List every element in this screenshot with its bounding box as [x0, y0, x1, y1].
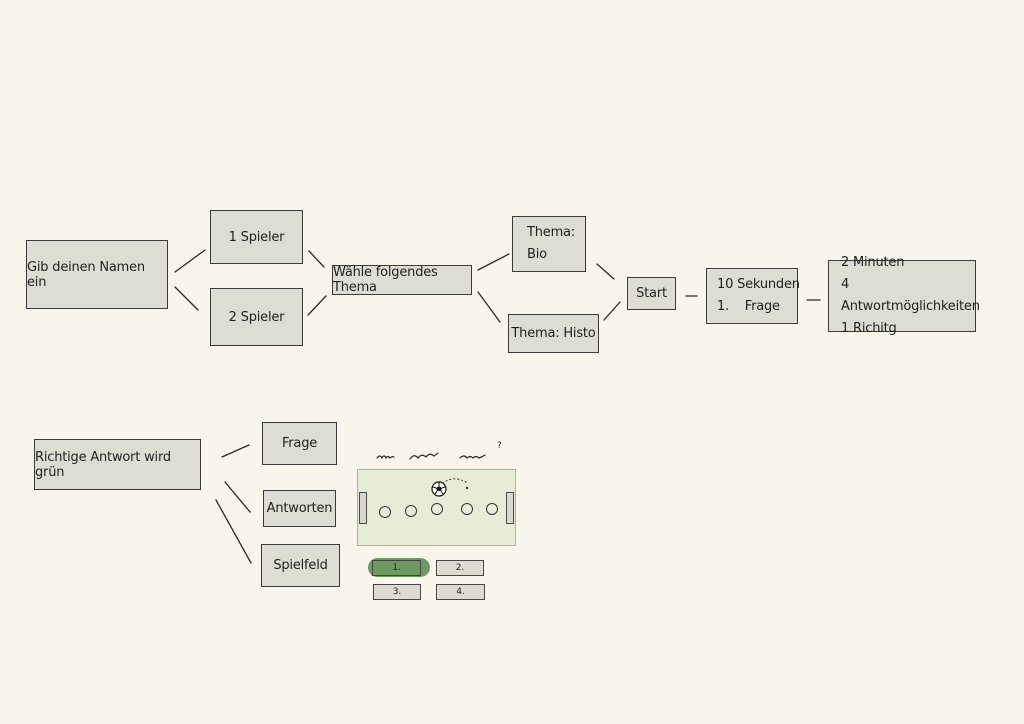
right-goal: [506, 492, 514, 524]
rules-box: 2 Minuten 4 Antwortmöglichkeiten 1 Richi…: [828, 255, 980, 336]
player-token: [461, 503, 473, 515]
one-player-label: 1 Spieler: [228, 229, 285, 245]
left-goal: [359, 492, 367, 524]
start-label: Start: [636, 286, 667, 301]
answer-option-4-label: 4.: [456, 587, 465, 597]
soccer-field: [357, 469, 516, 546]
topic-bio-box: Thema: Bio: [512, 216, 586, 272]
timer-box: 10 Sekunden 1. Frage: [706, 268, 800, 324]
answer-option-1[interactable]: 1.: [372, 560, 421, 576]
two-player-label: 2 Spieler: [228, 309, 285, 325]
answer-option-3[interactable]: 3.: [373, 584, 421, 600]
correct-answer-green-label: Richtige Antwort wird grün: [35, 449, 171, 480]
soccer-ball-icon: [431, 478, 469, 497]
two-player-box: 2 Spieler: [210, 288, 303, 346]
question-label: Frage: [281, 436, 318, 451]
timer-line-1: 10 Sekunden: [717, 277, 800, 292]
answer-option-2-label: 2.: [455, 563, 465, 573]
topic-histo-label: Thema: Histo: [511, 326, 596, 341]
choose-topic-box: Wähle folgendes Thema: [332, 265, 472, 295]
start-box: Start: [627, 277, 676, 310]
topic-bio-line-2: Bio: [527, 247, 547, 262]
topic-histo-box: Thema: Histo: [508, 314, 599, 353]
enter-name-label: Gib deinen Namen ein: [27, 259, 145, 290]
answer-option-1-label: 1.: [392, 563, 401, 573]
correct-answer-green-box: Richtige Antwort wird grün: [34, 439, 201, 490]
rules-line-1: 2 Minuten: [841, 255, 905, 270]
rules-line-2: 4 Antwortmöglichkeiten: [841, 277, 980, 314]
answers-label: Antworten: [266, 501, 333, 516]
answers-box: Antworten: [263, 490, 336, 527]
player-token: [379, 506, 391, 518]
timer-line-2: 1. Frage: [717, 299, 780, 314]
answer-option-3-label: 3.: [392, 587, 402, 597]
player-token: [486, 503, 498, 515]
question-mark: ?: [497, 441, 502, 451]
rules-line-3: 1 Richitg: [841, 321, 897, 336]
topic-bio-line-1: Thema:: [527, 225, 575, 240]
playfield-box: Spielfeld: [261, 544, 340, 587]
question-box: Frage: [262, 422, 337, 465]
playfield-label: Spielfeld: [273, 558, 328, 573]
player-token: [431, 503, 443, 515]
scribble-text: [376, 452, 486, 460]
enter-name-box: Gib deinen Namen ein: [26, 240, 168, 309]
player-token: [405, 505, 417, 517]
answer-option-4[interactable]: 4.: [436, 584, 485, 600]
choose-topic-label: Wähle folgendes Thema: [333, 265, 438, 295]
one-player-box: 1 Spieler: [210, 210, 303, 264]
answer-option-2[interactable]: 2.: [436, 560, 484, 576]
